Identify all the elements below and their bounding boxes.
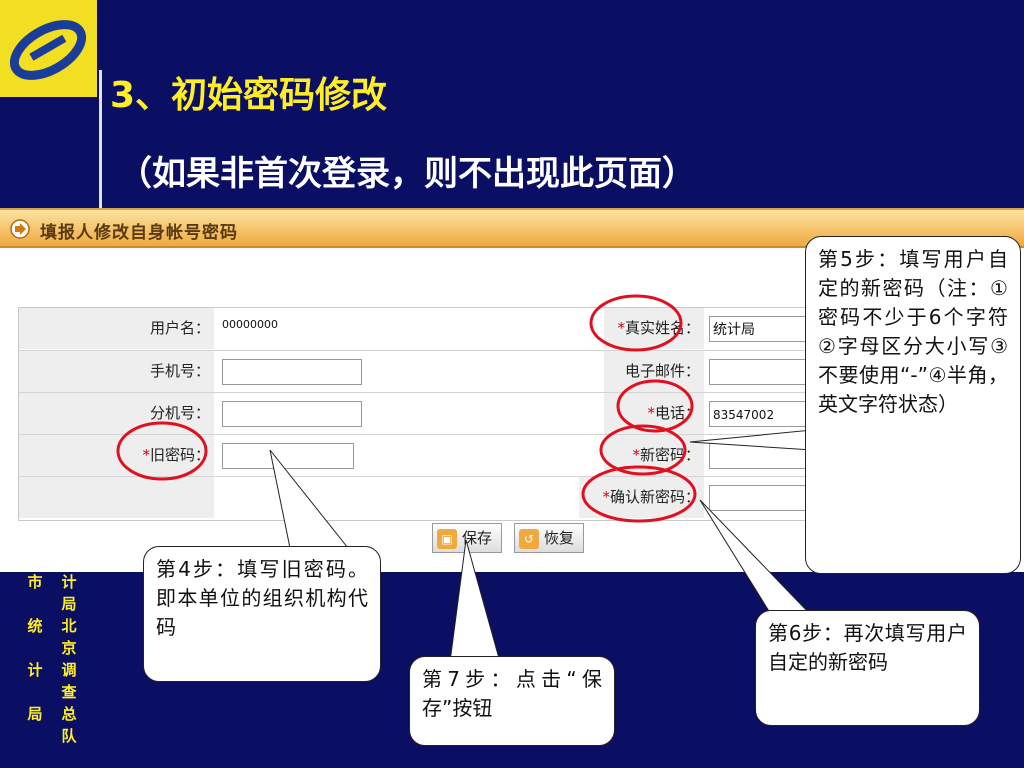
undo-icon: ↺ bbox=[519, 528, 539, 549]
side-text-col2: 市统计局 bbox=[27, 573, 43, 723]
old-password-input[interactable] bbox=[222, 443, 354, 469]
extension-label: 分机号： bbox=[19, 393, 214, 434]
highlight-old-password bbox=[116, 421, 208, 481]
username-value: 00000000 bbox=[219, 312, 339, 338]
confirm-password-input[interactable] bbox=[709, 485, 819, 511]
mobile-input[interactable] bbox=[222, 359, 362, 385]
username-label: 用户名： bbox=[19, 308, 214, 349]
highlight-real-name bbox=[589, 294, 683, 352]
slide-subtitle: （如果非首次登录，则不出现此页面） bbox=[118, 154, 696, 194]
extension-input[interactable] bbox=[222, 401, 362, 427]
restore-button[interactable]: ↺恢复 bbox=[514, 523, 584, 553]
real-name-input[interactable]: 统计局 bbox=[709, 316, 819, 342]
callout-step5: 第5步：填写用户自定的新密码（注：①密码不少于6个字符②字母区分大小写③不要使用… bbox=[805, 236, 1021, 574]
highlight-confirm-password bbox=[581, 465, 697, 523]
form-header-title: 填报人修改自身帐号密码 bbox=[40, 223, 238, 243]
save-icon: ▣ bbox=[437, 528, 457, 549]
pointer-step4 bbox=[269, 449, 350, 549]
highlight-new-password bbox=[599, 424, 687, 476]
form-row: 手机号： 电子邮件： bbox=[19, 350, 1019, 392]
old-password-label: *旧密码： bbox=[19, 435, 214, 476]
pointer-step6 bbox=[699, 499, 814, 617]
arrow-right-icon bbox=[10, 219, 30, 239]
mobile-label: 手机号： bbox=[19, 351, 214, 392]
empty-label bbox=[19, 477, 214, 518]
side-text-col1: 计局北京调查总队 bbox=[61, 573, 77, 745]
phone-input[interactable]: 83547002 bbox=[709, 401, 819, 427]
form-row: 分机号： *电话： 83547002 bbox=[19, 392, 1019, 434]
email-label: 电子邮件： bbox=[604, 351, 704, 392]
callout-step7: 第7步：点击“保存”按钮 bbox=[409, 656, 615, 746]
logo bbox=[0, 0, 97, 97]
logo-icon bbox=[9, 20, 87, 80]
slide-title: 3、初始密码修改 bbox=[110, 75, 388, 116]
highlight-phone bbox=[616, 379, 694, 433]
email-input[interactable] bbox=[709, 359, 819, 385]
pointer-step5 bbox=[689, 429, 813, 451]
divider bbox=[99, 70, 102, 208]
callout-step4: 第4步：填写旧密码。即本单位的组织机构代码 bbox=[143, 546, 381, 682]
callout-step6: 第6步：再次填写用户自定的新密码 bbox=[755, 610, 980, 726]
save-button[interactable]: ▣保存 bbox=[432, 523, 502, 553]
pointer-step7 bbox=[449, 539, 501, 663]
